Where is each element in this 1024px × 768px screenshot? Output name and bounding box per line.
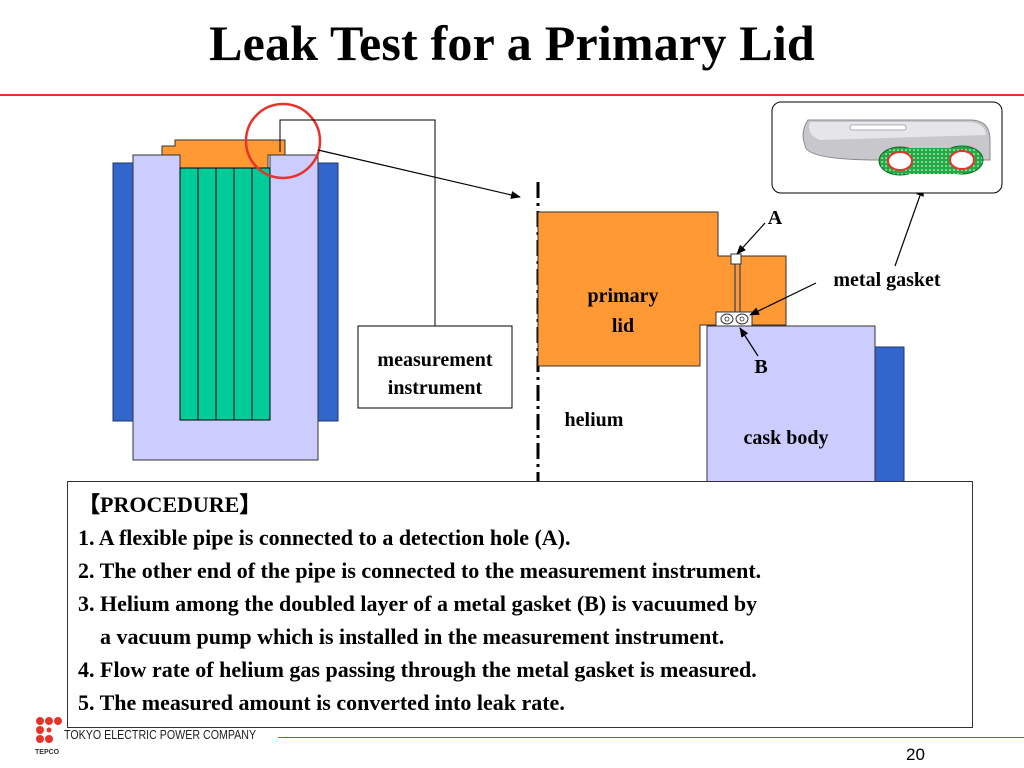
page-number: 20: [906, 745, 925, 764]
footer-divider: [278, 737, 1024, 738]
procedure-step-2: 2. The other end of the pipe is connecte…: [78, 558, 762, 583]
tepco-logo: [36, 717, 62, 743]
procedure-step-1: 1. A flexible pipe is connected to a det…: [78, 525, 571, 550]
cask-primary-lid: [161, 139, 286, 169]
primary-lid-line2: lid: [611, 315, 635, 337]
procedure-step-3-continued: a vacuum pump which is installed in the …: [100, 624, 725, 649]
procedure-step-5: 5. The measured amount is converted into…: [78, 690, 565, 715]
procedure-box: 【PROCEDURE】 1. A flexible pipe is connec…: [67, 481, 973, 728]
helium-label: helium: [564, 409, 624, 431]
detail-primary-lid: [537, 211, 787, 367]
cask-outer-shell-right: [315, 162, 339, 422]
detection-hole-a-label: A: [767, 207, 783, 229]
company-name: TOKYO ELECTRIC POWER COMPANY: [64, 727, 257, 742]
cask-body-label: cask body: [743, 427, 829, 449]
procedure-heading: 【PROCEDURE】: [78, 492, 262, 517]
metal-gasket-label: metal gasket: [833, 269, 941, 291]
procedure-step-4: 4. Flow rate of helium gas passing throu…: [78, 657, 757, 682]
tepco-logo-text: TEPCO: [35, 749, 60, 756]
gasket-b-label: B: [754, 356, 768, 378]
primary-lid-label: primary lid: [570, 281, 676, 341]
arrow-metal-gasket-lid: [749, 282, 817, 316]
zoom-arrow: [317, 149, 521, 199]
detection-hole-cap: [730, 253, 742, 265]
title-divider: [0, 94, 1024, 96]
arrow-metal-gasket-photo: [894, 186, 924, 267]
procedure-step-3: 3. Helium among the doubled layer of a m…: [78, 591, 758, 616]
detail-cask-outer: [872, 346, 905, 483]
cask-cross-section: [112, 102, 339, 461]
measurement-instrument-line2: instrument: [387, 377, 483, 399]
slide-title: Leak Test for a Primary Lid: [209, 15, 815, 71]
measurement-instrument-line1: measurement: [377, 349, 493, 371]
primary-lid-line1: primary: [587, 285, 659, 307]
measurement-instrument-box: [357, 325, 513, 409]
arrow-b: [739, 327, 759, 357]
highlight-circle: [244, 102, 322, 180]
arrow-a: [736, 222, 766, 255]
fuel-basket: [179, 167, 271, 421]
metal-gasket-photo: [771, 101, 1003, 194]
cask-outer-shell-left: [112, 162, 136, 422]
measurement-instrument-label: measurement instrument: [358, 346, 512, 402]
detail-cask-body: [706, 325, 876, 483]
flexible-pipe: [279, 119, 436, 326]
